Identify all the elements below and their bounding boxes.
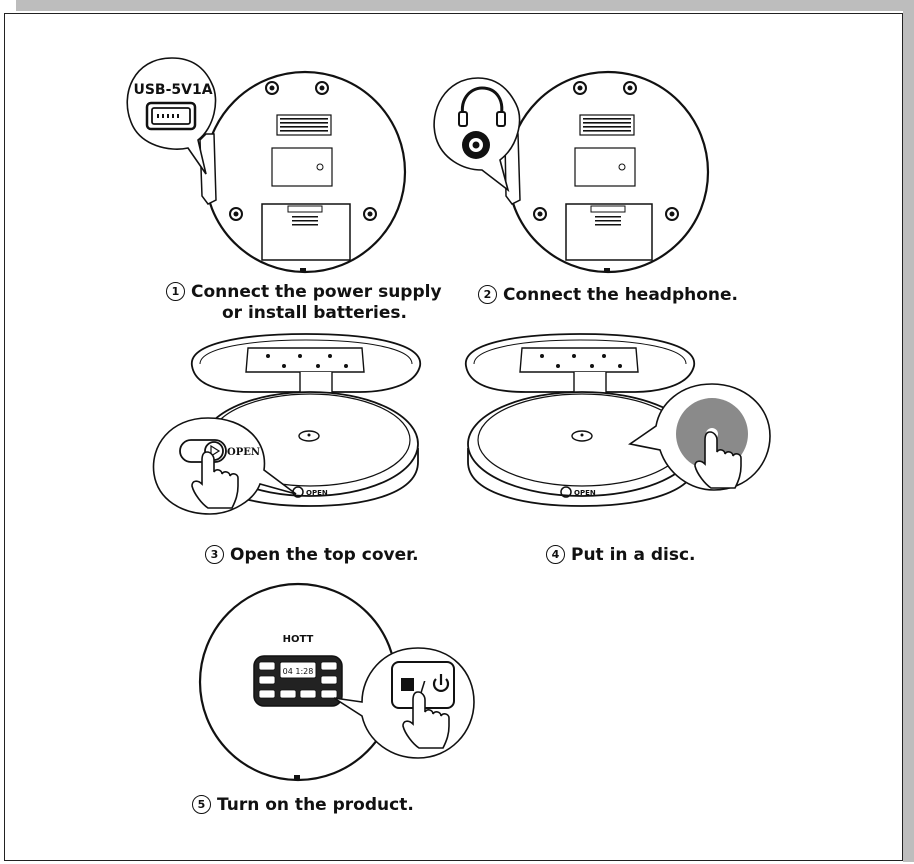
hand-pointer-icon xyxy=(191,451,239,509)
step3-number: 3 xyxy=(205,545,224,564)
display-readout: 04 1:28 xyxy=(283,667,314,676)
usb-port-label: USB-5V1A xyxy=(133,82,212,98)
power-icon xyxy=(432,674,450,692)
step4-illustration: OPEN xyxy=(465,333,771,507)
step4-line1: Put in a disc. xyxy=(571,545,696,565)
step3-caption: 3 Open the top cover. xyxy=(205,545,419,566)
stop-square-icon xyxy=(401,678,414,691)
brand-label: HOTT xyxy=(283,634,314,645)
open-marking-label-2: OPEN xyxy=(574,489,596,497)
frame-shadow-right xyxy=(903,0,914,862)
step5-number: 5 xyxy=(192,795,211,814)
step1-caption: 1 Connect the power supply xyxy=(166,282,442,303)
frame-shadow-top xyxy=(16,0,914,11)
step2-number: 2 xyxy=(478,285,497,304)
open-marking-label: OPEN xyxy=(306,489,328,497)
step5-line1: Turn on the product. xyxy=(217,795,414,815)
open-button-label: OPEN xyxy=(227,447,260,458)
step1-number: 1 xyxy=(166,282,185,301)
step3-illustration: OPEN OPEN xyxy=(152,333,421,515)
step1-line1: Connect the power supply xyxy=(191,282,442,302)
step2-illustration xyxy=(433,70,710,274)
hand-pointer-icon-2 xyxy=(694,431,742,489)
step4-caption: 4 Put in a disc. xyxy=(546,545,696,566)
step5-caption: 5 Turn on the product. xyxy=(192,795,414,816)
step4-number: 4 xyxy=(546,545,565,564)
step1-caption-line2: or install batteries. xyxy=(222,303,407,323)
step3-line1: Open the top cover. xyxy=(230,545,419,565)
step5-illustration: HOTT 04 1:28 / xyxy=(198,582,475,782)
step2-caption: 2 Connect the headphone. xyxy=(478,285,738,306)
hand-pointer-icon-3 xyxy=(402,691,450,749)
step2-line1: Connect the headphone. xyxy=(503,285,739,305)
step1-illustration: USB-5V1A xyxy=(126,57,407,274)
power-slash: / xyxy=(420,678,426,696)
